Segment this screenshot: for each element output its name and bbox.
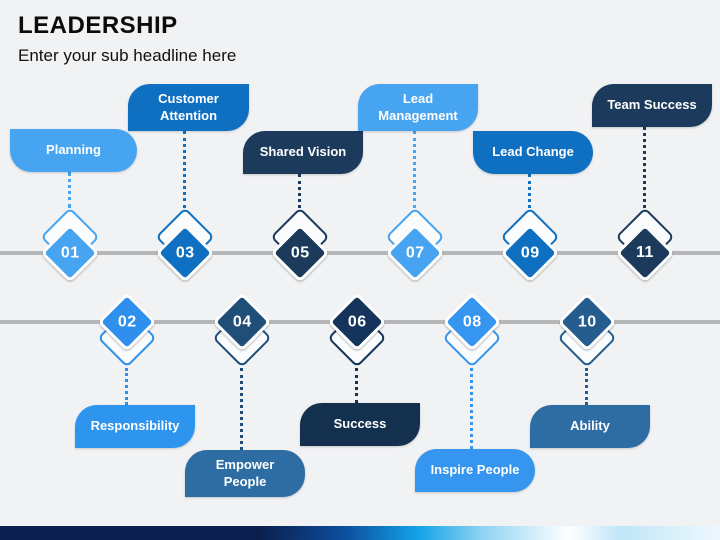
label-text: Lead Change — [492, 144, 574, 160]
node-number: 02 — [117, 312, 137, 330]
node-number: 03 — [175, 243, 195, 261]
label-bubble: Empower People — [185, 450, 305, 497]
label-bubble: Ability — [530, 405, 650, 448]
label-bubble: Lead Management — [358, 84, 478, 131]
dotted-connector — [528, 174, 531, 208]
node-number: 01 — [60, 243, 80, 261]
node-number: 11 — [636, 243, 654, 261]
node-number: 07 — [405, 243, 425, 261]
label-bubble: Team Success — [592, 84, 712, 127]
label-text: Team Success — [607, 97, 697, 113]
label-text: Customer Attention — [158, 91, 219, 123]
node-number: 04 — [232, 312, 252, 330]
page-subtitle: Enter your sub headline here — [18, 46, 237, 65]
label-text: Ability — [570, 418, 610, 434]
node-number: 06 — [347, 312, 367, 330]
label-bubble: Responsibility — [75, 405, 195, 448]
label-bubble: Shared Vision — [243, 131, 363, 174]
page-title: LEADERSHIP — [18, 12, 178, 39]
label-bubble: Customer Attention — [128, 84, 249, 131]
dotted-connector — [355, 368, 358, 403]
label-text: Shared Vision — [259, 144, 347, 160]
dotted-connector — [470, 368, 473, 449]
dotted-connector — [125, 368, 128, 405]
node-number: 08 — [462, 312, 482, 330]
label-bubble: Planning — [10, 129, 137, 172]
label-text: Empower People — [215, 457, 275, 489]
label-bubble: Success — [300, 403, 420, 446]
footer-gradient-bar — [0, 526, 720, 540]
dotted-connector — [413, 131, 416, 208]
dotted-connector — [298, 174, 301, 208]
dotted-connector — [585, 368, 588, 405]
label-text: Lead Management — [378, 91, 458, 123]
label-bubble: Lead Change — [473, 131, 593, 174]
timeline-top-line — [0, 251, 720, 255]
dotted-connector — [68, 172, 71, 208]
label-text: Responsibility — [90, 418, 180, 434]
label-text: Planning — [46, 142, 101, 158]
label-bubble: Inspire People — [415, 449, 535, 492]
label-text: Inspire People — [430, 462, 520, 478]
dotted-connector — [643, 127, 646, 208]
label-text: Success — [333, 416, 387, 432]
dotted-connector — [183, 131, 186, 208]
node-number: 10 — [577, 312, 597, 330]
node-number: 09 — [520, 243, 540, 261]
node-number: 05 — [290, 243, 310, 261]
dotted-connector — [240, 368, 243, 450]
